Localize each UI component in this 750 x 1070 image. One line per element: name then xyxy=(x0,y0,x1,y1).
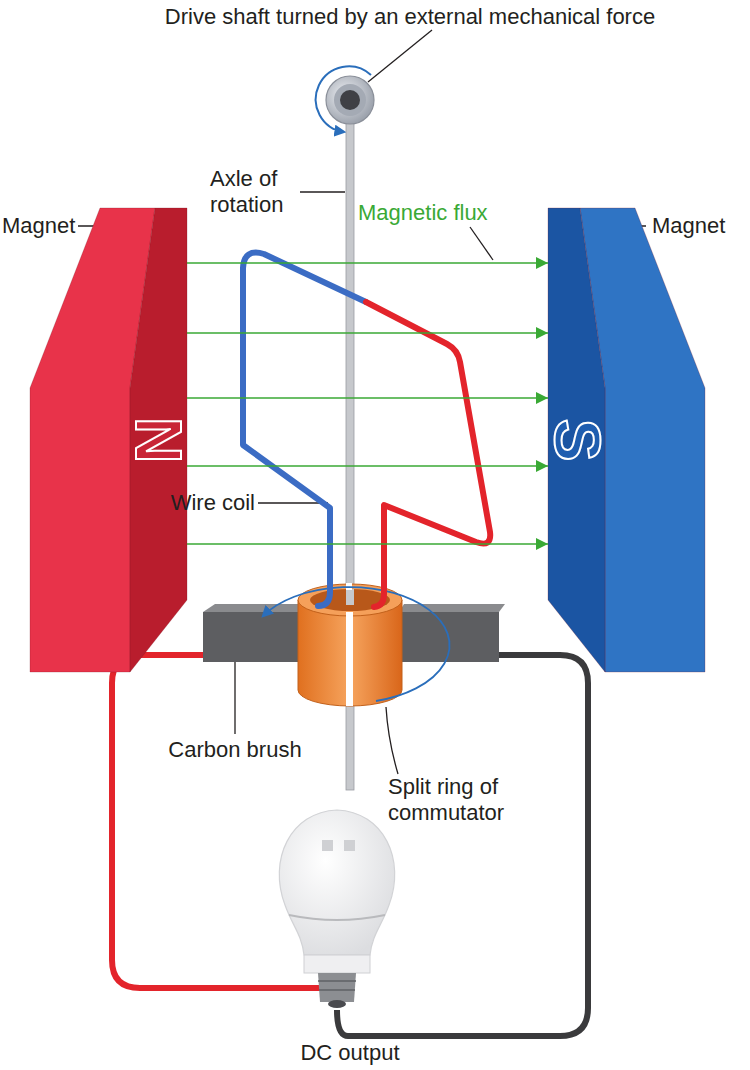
magnet-block: N xyxy=(30,208,187,672)
leader-line xyxy=(300,191,345,192)
drive-shaft-hub xyxy=(326,76,374,124)
part-label: Carbon brush xyxy=(135,737,335,763)
output-label: DC output xyxy=(250,1040,450,1066)
part-label: Split ring of commutator xyxy=(388,774,548,826)
commutator-gap xyxy=(346,612,353,706)
flux-line xyxy=(187,262,548,264)
leader-line xyxy=(470,227,493,260)
drive-shaft xyxy=(340,90,360,110)
carbon-brush xyxy=(203,612,301,662)
bulb-thread xyxy=(318,980,356,982)
wire-coil xyxy=(366,302,490,607)
flux-line xyxy=(187,543,548,545)
axle xyxy=(346,100,354,790)
rotation-arrow xyxy=(316,66,371,132)
flux-line xyxy=(187,332,548,334)
part-label: Axle of rotation xyxy=(210,166,305,218)
light-bulb xyxy=(279,810,394,955)
magnet-block: S xyxy=(548,208,705,672)
bulb-thread xyxy=(319,989,355,991)
bulb-neck xyxy=(304,955,370,973)
flux-line xyxy=(187,397,548,399)
axle xyxy=(346,589,354,605)
pole-letter: S xyxy=(545,419,609,462)
part-label: Magnet xyxy=(652,213,748,239)
pole-letter: N xyxy=(126,417,190,463)
leader-line xyxy=(368,30,432,82)
leader-line xyxy=(386,707,398,774)
part-label: Magnetic flux xyxy=(358,200,528,226)
title-callout: Drive shaft turned by an external mechan… xyxy=(90,4,730,30)
commutator-ring xyxy=(298,600,402,706)
leader-line xyxy=(234,662,235,734)
flux-line xyxy=(187,465,548,467)
part-label: Magnet xyxy=(2,213,92,239)
carbon-brush xyxy=(399,604,505,612)
positive-wire xyxy=(112,655,322,988)
bulb-band xyxy=(289,915,385,920)
wire-coil xyxy=(243,253,366,606)
drive-shaft-hub xyxy=(334,84,366,116)
bulb-led xyxy=(344,840,355,851)
bulb-led xyxy=(322,840,333,851)
bulb-base xyxy=(318,973,356,1002)
bulb-contact xyxy=(328,1000,346,1008)
rotation-arrow xyxy=(263,587,450,701)
part-label: Wire coil xyxy=(140,490,255,516)
carbon-brush xyxy=(203,604,306,612)
